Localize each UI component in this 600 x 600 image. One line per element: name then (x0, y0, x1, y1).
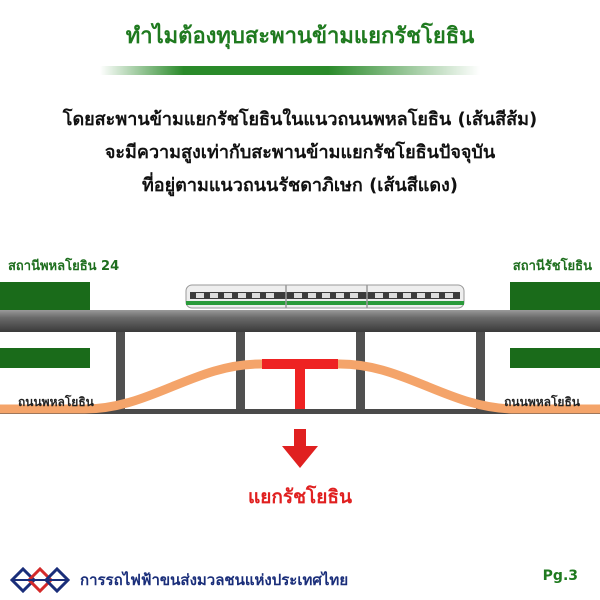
down-arrow-icon (282, 429, 318, 468)
station-platform-right-upper (510, 282, 600, 310)
red-flyover-ratchadaphisek (262, 359, 338, 369)
viaduct-pillar (116, 332, 125, 409)
junction-label: แยกรัชโยธิน (248, 486, 352, 508)
explanation-paragraph: โดยสะพานข้ามแยกรัชโยธินในแนวถนนพหลโยธิน … (0, 103, 600, 202)
viaduct-pillar (356, 332, 365, 409)
viaduct-pillar (236, 332, 245, 409)
elevated-viaduct-deck (0, 310, 600, 332)
station-label-phahon-yothin-24: สถานีพหลโยธิน 24 (8, 259, 120, 274)
skytrain-icon (185, 284, 465, 309)
title-underline (100, 66, 480, 75)
red-flyover-pillar (295, 369, 305, 409)
organization-name: การรถไฟฟ้าขนส่งมวลชนแห่งประเทศไทย (80, 571, 349, 589)
station-platform-left-lower (0, 348, 90, 368)
mrta-logo-icon (10, 567, 71, 593)
paragraph-line-1: โดยสะพานข้ามแยกรัชโยธินในแนวถนนพหลโยธิน … (62, 109, 538, 130)
page-number: Pg.3 (542, 568, 578, 584)
road-label-right: ถนนพหลโยธิน (504, 395, 580, 409)
paragraph-line-3: ที่อยู่ตามแนวถนนรัชดาภิเษก (เส้นสีแดง) (141, 175, 459, 196)
station-label-ratchayothin: สถานีรัชโยธิน (512, 259, 592, 274)
organization-footer: การรถไฟฟ้าขนส่งมวลชนแห่งประเทศไทย (10, 565, 348, 595)
road-label-left: ถนนพหลโยธิน (18, 395, 94, 409)
paragraph-line-2: จะมีความสูงเท่ากับสะพานข้ามแยกรัชโยธินปั… (104, 142, 496, 163)
viaduct-pillar (476, 332, 485, 409)
page-title: ทำไมต้องทุบสะพานข้ามแยกรัชโยธิน (125, 24, 475, 49)
station-platform-right-lower (510, 348, 600, 368)
ground-road (0, 409, 600, 414)
station-platform-left-upper (0, 282, 90, 310)
